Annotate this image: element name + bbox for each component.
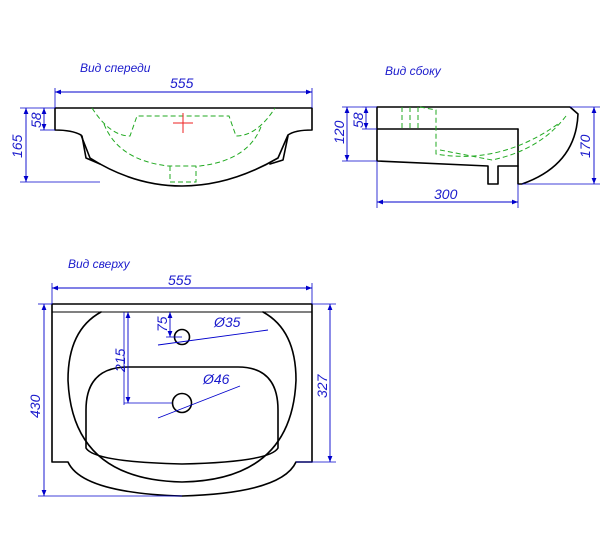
front-view-faucet-centre-mark (173, 113, 193, 133)
top-view-drain-offset-dimension: 215 (112, 312, 172, 405)
front-view-title: Вид спереди (80, 61, 151, 75)
top-view-drain-hole-label: Ø46 (202, 371, 230, 387)
side-view-back-height-label: 170 (577, 134, 593, 158)
side-view-faucet-hidden (401, 107, 419, 129)
front-view-height-label: 165 (9, 134, 25, 158)
side-view-front-height-label: 120 (331, 120, 347, 144)
side-view-top-thickness-dimension: 58 (350, 106, 377, 130)
front-view: Вид спереди 555 58 (9, 61, 313, 187)
top-view-drain-hole (171, 392, 193, 414)
front-view-bowl-inner-hidden (103, 123, 263, 167)
top-view-depth-label: 430 (27, 394, 43, 418)
top-view-width-label: 555 (168, 272, 192, 288)
front-view-right-bracket (269, 135, 289, 165)
front-view-width-dimension: 555 (54, 75, 313, 108)
top-view-outline (51, 303, 313, 497)
side-view-back-height-dimension: 170 (522, 106, 600, 185)
side-view: Вид сбоку 58 120 170 (331, 64, 600, 208)
front-view-outline (54, 107, 313, 187)
front-view-height-dimension: 165 (9, 107, 100, 183)
top-view-faucet-offset-label: 75 (154, 316, 170, 332)
top-view: Вид сверху 555 75 Ø35 (27, 257, 336, 497)
front-view-left-bracket (81, 135, 101, 165)
top-view-basin (85, 366, 279, 465)
top-view-title: Вид сверху (68, 257, 131, 271)
side-view-depth-label: 300 (434, 186, 458, 202)
top-view-drain-hole-dimension: Ø46 (157, 371, 241, 419)
top-view-depth-dimension: 430 (27, 303, 182, 497)
side-view-depth-dimension: 300 (376, 161, 519, 208)
side-view-title: Вид сбоку (385, 64, 442, 78)
side-view-outline (376, 106, 579, 185)
front-view-top-thickness-label: 58 (28, 112, 44, 128)
front-view-width-label: 555 (170, 75, 194, 91)
top-view-drain-offset-label: 215 (112, 348, 128, 373)
top-view-bowl-depth-label: 327 (314, 373, 330, 398)
top-view-faucet-hole-label: Ø35 (213, 314, 241, 330)
top-view-width-dimension: 555 (51, 272, 313, 304)
top-view-bowl-depth-dimension: 327 (296, 303, 336, 463)
front-view-drain-hidden (169, 166, 197, 183)
side-view-bowl-hidden (419, 106, 559, 157)
side-view-front-height-dimension: 120 (331, 106, 377, 162)
side-view-bowl-inner-hidden (439, 115, 567, 161)
top-view-faucet-offset-dimension: 75 (154, 312, 182, 338)
top-view-bowl-rim (67, 311, 297, 483)
front-view-top-thickness-dimension: 58 (28, 107, 55, 131)
side-view-top-thickness-label: 58 (350, 112, 366, 128)
top-view-faucet-hole-dimension: Ø35 (157, 314, 269, 346)
